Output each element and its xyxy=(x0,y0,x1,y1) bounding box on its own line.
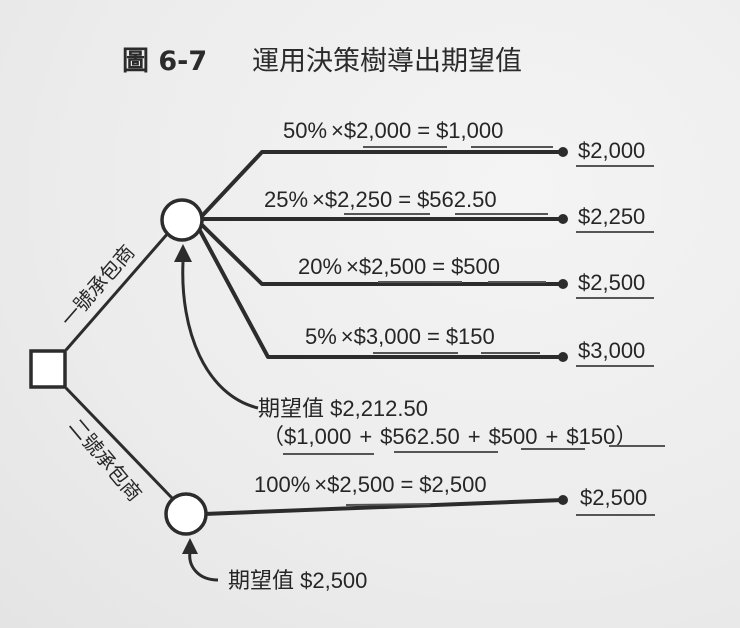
svg-text:5%×$3,000=$150: 5%×$3,000=$150 xyxy=(305,324,495,349)
branch-formula-4: 5%×$3,000=$150 xyxy=(305,324,540,354)
figure-caption: 運用決策樹導出期望值 xyxy=(252,46,522,77)
alternative-label-contractor-1: 一號承包商 xyxy=(56,240,140,331)
chance-node-contractor-2 xyxy=(164,492,208,536)
svg-text:$2,250: $2,250 xyxy=(578,204,645,229)
svg-text:$3,000: $3,000 xyxy=(578,338,645,363)
edge-contractor-2 xyxy=(64,386,174,500)
expected-value-contractor-2: 期望值 $2,500 xyxy=(228,568,367,593)
branch-line-1 xyxy=(199,150,565,219)
arrow-curve-contractor-2 xyxy=(188,551,219,582)
decision-node-square xyxy=(29,349,67,389)
chance-branches-contractor-1 xyxy=(196,147,568,362)
terminal-dot-3 xyxy=(558,279,568,289)
svg-text:$2,000: $2,000 xyxy=(578,138,645,163)
outcome-5: $2,500 xyxy=(576,485,655,516)
arrow-head-up-icon xyxy=(182,538,198,554)
branch-formula-3: 20%×$2,500=$500 xyxy=(298,254,546,283)
svg-text:100%×$2,500=$2,500: 100%×$2,500=$2,500 xyxy=(254,472,487,497)
figure-title: 圖 6-7 運用決策樹導出期望值 xyxy=(122,46,522,77)
terminal-dot-5 xyxy=(558,495,568,505)
terminal-dot-4 xyxy=(558,352,568,362)
branch-formula-2: 25%×$2,250=$562.50 xyxy=(264,187,548,215)
arrow-head-up-icon xyxy=(174,244,192,262)
svg-text:$2,500: $2,500 xyxy=(580,485,647,510)
outcome-4: $3,000 xyxy=(576,338,654,367)
svg-text:$2,500: $2,500 xyxy=(578,270,645,295)
chance-node-contractor-1 xyxy=(160,198,204,242)
figure-number: 圖 6-7 xyxy=(122,46,207,77)
outcome-2: $2,250 xyxy=(576,204,654,233)
branch-line-5 xyxy=(202,498,565,516)
svg-text:（$1,000+$562.50+$500+$150）: （$1,000+$562.50+$500+$150） xyxy=(262,424,637,449)
terminal-dot-2 xyxy=(558,214,568,224)
svg-text:20%×$2,500=$500: 20%×$2,500=$500 xyxy=(298,254,500,279)
edge-contractor-1 xyxy=(64,231,171,351)
svg-text:期望值 $2,212.50: 期望值 $2,212.50 xyxy=(258,396,428,421)
branch-line-3 xyxy=(198,221,565,286)
branch-formula-1: 50%×$2,000=$1,000 xyxy=(283,118,553,148)
arrow-curve-contractor-1 xyxy=(181,261,259,410)
outcome-3: $2,500 xyxy=(576,270,654,299)
expected-value-contractor-1: 期望值 $2,212.50 （$1,000+$562.50+$500+$150） xyxy=(258,396,665,455)
branch-formula-5: 100%×$2,500=$2,500 xyxy=(254,472,487,506)
terminal-dot-1 xyxy=(558,147,568,157)
outcome-1: $2,000 xyxy=(576,138,654,167)
branch-line-4 xyxy=(196,225,565,359)
svg-text:25%×$2,250=$562.50: 25%×$2,250=$562.50 xyxy=(264,187,497,212)
svg-text:50%×$2,000=$1,000: 50%×$2,000=$1,000 xyxy=(283,118,503,143)
